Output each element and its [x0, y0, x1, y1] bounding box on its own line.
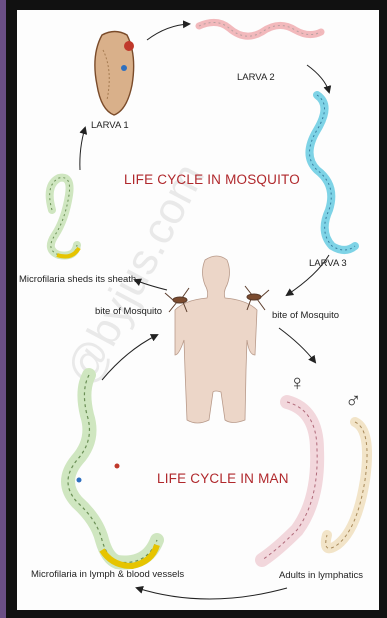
male-symbol-icon: ♂ [345, 388, 362, 414]
label-bite-right: bite of Mosquito [272, 310, 339, 321]
female-symbol-icon: ♀ [289, 370, 306, 396]
larva3-illustration [310, 95, 356, 250]
label-larva2: LARVA 2 [237, 72, 275, 83]
arrow-sheath-to-larva1 [80, 128, 85, 170]
title-man-cycle: LIFE CYCLE IN MAN [157, 471, 289, 486]
human-silhouette [175, 256, 257, 423]
arrow-microfilaria-to-human [102, 335, 157, 380]
label-microfilaria-sheath: Microfilaria sheds its sheath [19, 274, 136, 285]
title-mosquito-cycle: LIFE CYCLE IN MOSQUITO [124, 172, 300, 187]
diagram-panel: @byjus.com [17, 10, 379, 610]
adult-male-worm [326, 422, 367, 548]
arrow-adults-to-microfilaria [137, 588, 287, 599]
arrow-larva1-to-larva2 [147, 24, 189, 40]
label-microfilaria-lymph: Microfilaria in lymph & blood vessels [31, 569, 184, 580]
arrow-larva2-to-larva3 [307, 65, 329, 92]
label-larva1: LARVA 1 [91, 120, 129, 131]
arrow-human-to-sheath [135, 280, 167, 290]
figure-frame: @byjus.com [6, 0, 387, 618]
label-adults: Adults in lymphatics [279, 570, 363, 581]
microfilaria-sheath-illustration [50, 178, 79, 257]
larva2-illustration [199, 22, 321, 36]
arrow-human-to-adults [279, 328, 315, 362]
mosquito-right [245, 286, 269, 310]
label-larva3: LARVA 3 [309, 258, 347, 269]
label-bite-left: bite of Mosquito [95, 306, 162, 317]
microfilaria-lymph-illustration [68, 375, 157, 566]
larva1-illustration [95, 32, 134, 116]
